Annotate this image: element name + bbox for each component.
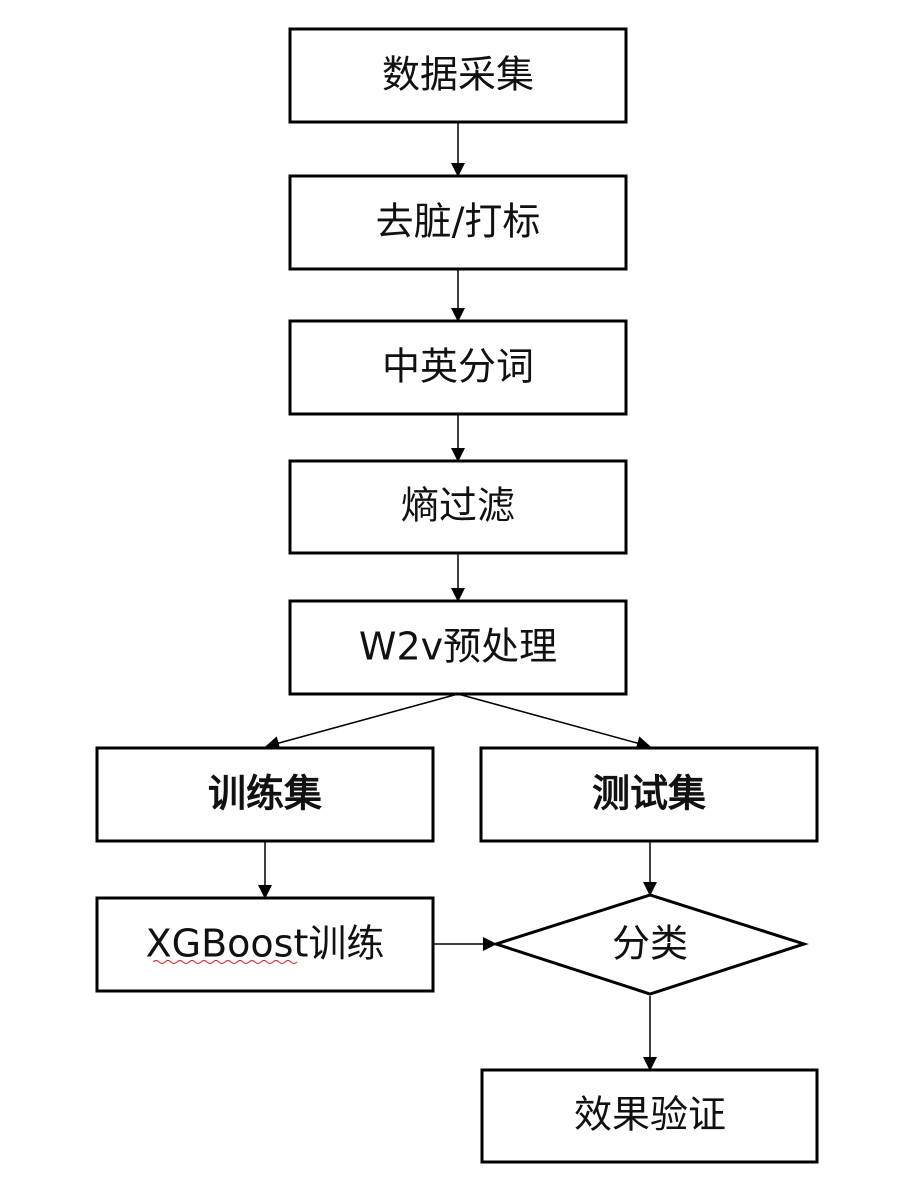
edge-w2v-to-train [265,693,459,750]
node-evaluation: 效果验证 [480,1068,819,1164]
node-train-set-label: 训练集 [208,772,322,816]
edge-w2v-to-test [457,693,651,750]
spellcheck-underline [152,959,298,965]
node-segmentation-label: 中英分词 [382,345,534,389]
node-test-set-label: 测试集 [592,772,706,816]
node-xgboost-train: XGBoost训练 [95,896,435,993]
node-test-set: 测试集 [479,746,819,843]
node-classification: 分类 [491,893,809,996]
node-entropy-filter-label: 熵过滤 [401,484,515,528]
node-data-collection: 数据采集 [288,27,628,124]
node-xgboost-train-label: XGBoost训练 [146,922,385,966]
node-w2v-preprocess-label: W2v预处理 [359,625,557,669]
node-classification-label: 分类 [612,922,688,966]
node-segmentation: 中英分词 [288,319,628,416]
node-cleaning-labeling: 去脏/打标 [288,174,628,271]
node-entropy-filter: 熵过滤 [288,459,628,555]
node-cleaning-labeling-label: 去脏/打标 [376,200,541,244]
node-train-set: 训练集 [95,746,435,843]
node-evaluation-label: 效果验证 [574,1093,726,1137]
node-data-collection-label: 数据采集 [382,53,534,97]
node-w2v-preprocess: W2v预处理 [288,599,628,696]
edges [258,123,657,1071]
